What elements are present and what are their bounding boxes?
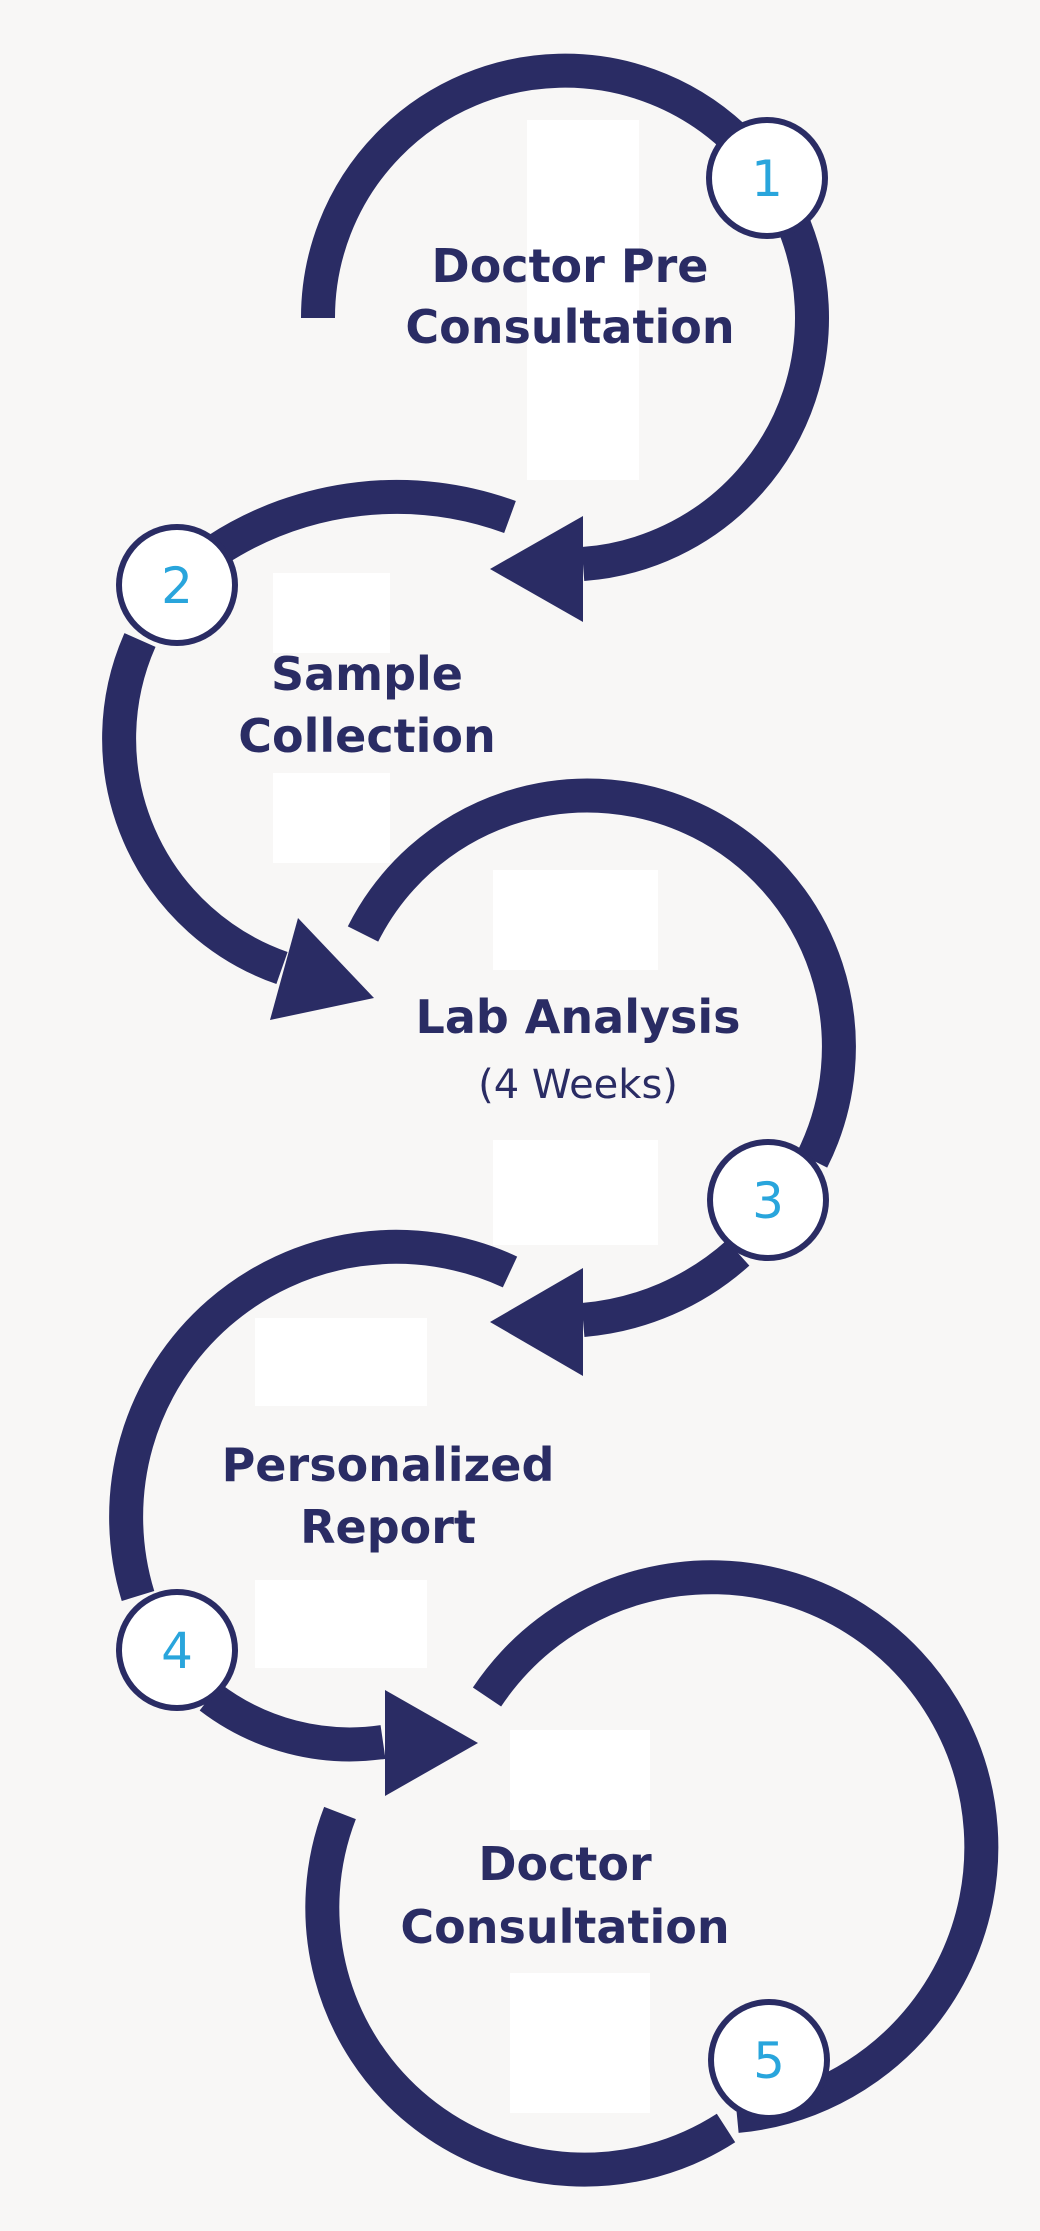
arrow-arc-step-5: [472, 1560, 999, 2133]
label-panels: [255, 120, 658, 2113]
badge-step-3: 3: [707, 1139, 829, 1261]
badge-step-1: 1: [706, 117, 828, 239]
panel-step-1: [527, 120, 639, 480]
arrowhead-to-step-3: [270, 918, 374, 1020]
arrowhead-to-step-4: [490, 1268, 583, 1376]
panel-step-5-top: [510, 1730, 650, 1830]
badge-step-5-number: 5: [753, 2032, 785, 2090]
step-1-label-line1: Doctor Pre: [432, 239, 709, 293]
arrow-arc-step-3-tail: [581, 1240, 750, 1337]
cycle-arrows: [102, 53, 999, 2187]
panel-step-3-top: [493, 870, 658, 970]
arrow-arc-step-4: [109, 1229, 518, 1601]
badge-step-2-number: 2: [161, 557, 193, 615]
step-2-label-line1: Sample: [271, 647, 463, 701]
badge-step-4: 4: [116, 1589, 238, 1711]
arrow-arc-step-2-top: [207, 479, 516, 565]
step-3-label-line1: Lab Analysis: [416, 990, 741, 1044]
badge-step-2: 2: [116, 524, 238, 646]
step-5-label-line1: Doctor: [478, 1837, 652, 1891]
panel-step-3-bottom: [493, 1140, 658, 1245]
step-2-label-line2: Collection: [238, 709, 495, 763]
badge-step-4-number: 4: [161, 1622, 193, 1680]
badge-step-1-number: 1: [751, 150, 783, 208]
panel-step-4-bottom: [255, 1580, 427, 1668]
step-labels: Doctor Pre Consultation Sample Collectio…: [222, 239, 741, 1954]
step-3-sub-label: (4 Weeks): [478, 1062, 678, 1108]
arrow-arc-step-2-bottom: [102, 633, 288, 985]
arrow-arc-step-3: [347, 778, 856, 1168]
arrowhead-to-step-5: [385, 1690, 478, 1796]
arrowhead-to-step-2: [490, 516, 583, 622]
step-5-label-line2: Consultation: [400, 1900, 729, 1954]
panel-step-2-top: [273, 573, 390, 653]
step-1-label-line2: Consultation: [405, 300, 734, 354]
arrow-arc-step-4-tail: [199, 1683, 386, 1762]
arrowheads: [270, 516, 583, 1796]
badge-step-3-number: 3: [752, 1172, 784, 1230]
panel-step-2-bottom: [273, 773, 390, 863]
step-4-label-line1: Personalized: [222, 1438, 555, 1492]
panel-step-4-top: [255, 1318, 427, 1406]
step-4-label-line2: Report: [300, 1500, 476, 1554]
step-badges: 1 2 3 4 5: [116, 117, 830, 2121]
arrow-arc-step-5-tail: [305, 1806, 736, 2187]
panel-step-5-bottom: [510, 1973, 650, 2113]
badge-step-5: 5: [708, 1999, 830, 2121]
